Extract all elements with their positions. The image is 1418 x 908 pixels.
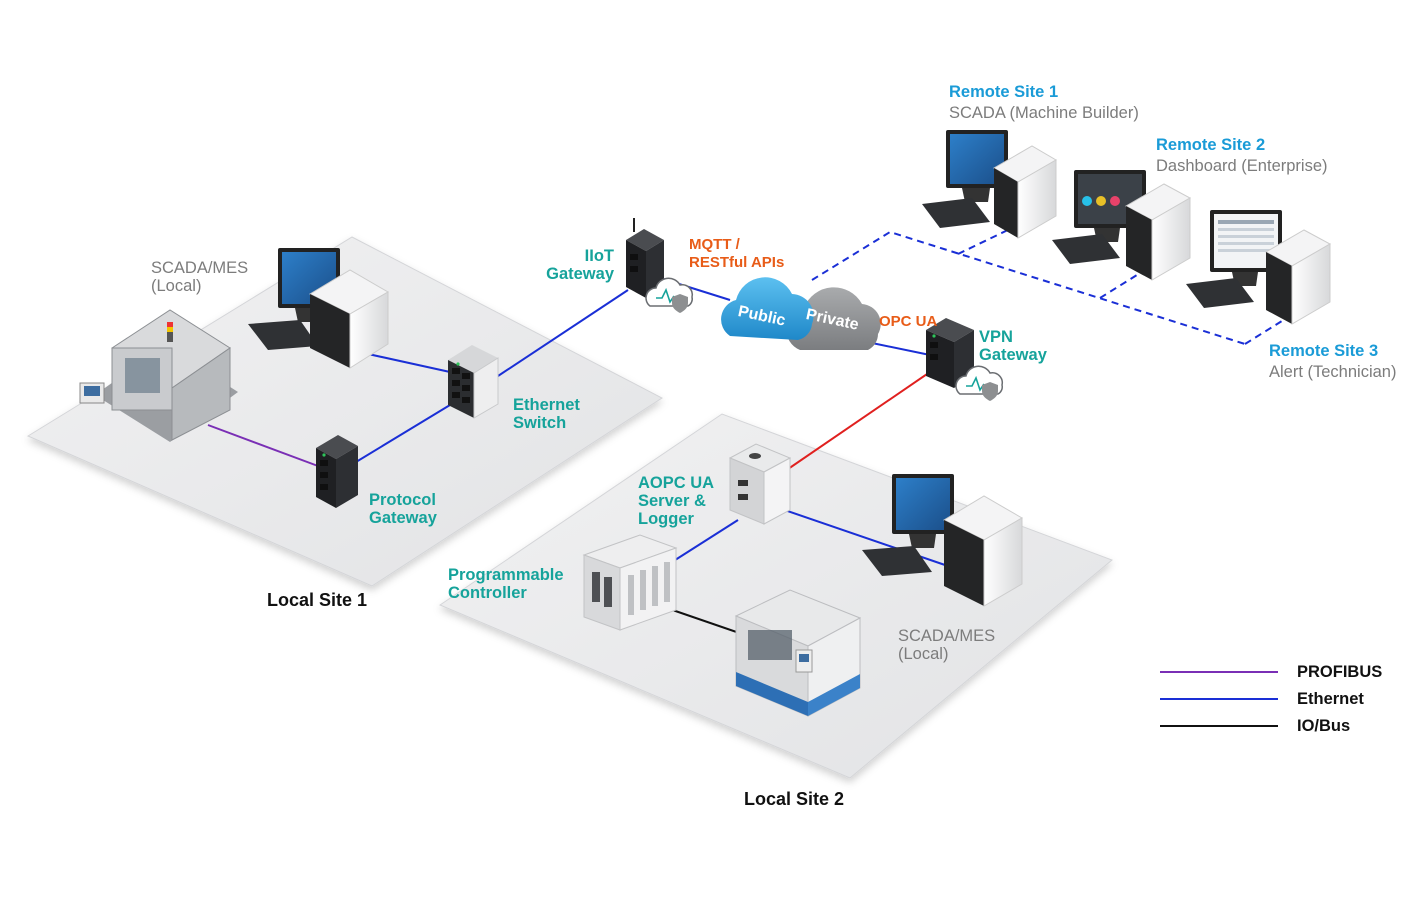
vpn-gateway-line2: Gateway	[979, 346, 1047, 364]
site1-scada-line1: SCADA/MES	[151, 259, 249, 277]
site2-scada-line1: SCADA/MES	[898, 627, 996, 645]
programmable-controller-line1: Programmable	[448, 566, 564, 584]
aopc-ua-label: AOPC UA Server & Logger	[638, 474, 714, 528]
remote-site-3-subtitle: Alert (Technician)	[1269, 363, 1397, 381]
remote-site-2-subtitle: Dashboard (Enterprise)	[1156, 157, 1328, 175]
programmable-controller-icon	[582, 534, 678, 631]
remote-site-1-label: Remote Site 1 SCADA (Machine Builder)	[949, 83, 1139, 122]
remote-site-2-label: Remote Site 2 Dashboard (Enterprise)	[1156, 136, 1328, 175]
legend-label-profibus: PROFIBUS	[1297, 663, 1383, 681]
remote-site-1-subtitle: SCADA (Machine Builder)	[949, 104, 1139, 122]
programmable-controller-label: Programmable Controller	[448, 566, 564, 602]
remote1-dashed-drop	[957, 227, 1013, 255]
mqtt-protocol-label: MQTT / RESTful APIs	[689, 236, 784, 272]
protocol-gateway-icon	[316, 435, 358, 508]
scada-computer-site2-icon	[862, 474, 1023, 607]
mqtt-protocol-line2: RESTful APIs	[689, 254, 785, 271]
remote-vpn-dashed-link	[811, 230, 1246, 345]
local-site-2-title: Local Site 2	[744, 789, 845, 809]
ethernet-link-aopc-controller	[671, 519, 739, 563]
mqtt-protocol-line1: MQTT /	[689, 236, 740, 253]
private-cloud-icon	[786, 287, 881, 350]
site1-scada-line2: (Local)	[151, 277, 202, 295]
milling-machine-icon	[79, 309, 238, 442]
legend-label-ethernet: Ethernet	[1297, 690, 1364, 708]
legend-label-io-bus: IO/Bus	[1297, 717, 1351, 735]
remote2-dashed-drop	[1099, 269, 1146, 299]
local-site-1-title: Local Site 1	[267, 590, 368, 610]
ethernet-switch-line2: Switch	[513, 414, 567, 432]
iiot-gateway-line1: IIoT	[584, 247, 614, 265]
secure-cloud-badge-iiot-icon	[645, 277, 694, 313]
ethernet-switch-icon	[448, 345, 499, 419]
protocol-gateway-label: Protocol Gateway	[369, 491, 437, 527]
remote-site-2-computer-icon	[1052, 170, 1192, 281]
protocol-gateway-line2: Gateway	[369, 509, 437, 527]
iiot-gateway-line2: Gateway	[546, 265, 614, 283]
protocol-gateway-line1: Protocol	[369, 491, 436, 509]
ethernet-link-cloud-vpn	[871, 342, 931, 356]
local-site-1-platform	[26, 236, 663, 587]
ethernet-switch-line1: Ethernet	[513, 396, 580, 414]
legend	[1160, 671, 1278, 727]
aopc-ua-line2: Server &	[638, 492, 706, 510]
aopc-ua-server-icon	[728, 443, 792, 525]
site2-scada-label: SCADA/MES (Local)	[898, 627, 995, 663]
iiot-gateway-label: IIoT Gateway	[540, 247, 614, 283]
remote-site-3-computer-icon	[1186, 210, 1332, 325]
remote3-dashed-drop	[1244, 315, 1291, 345]
site1-scada-label: SCADA/MES (Local)	[151, 259, 248, 295]
remote-site-3-title: Remote Site 3	[1269, 342, 1379, 360]
programmable-controller-line2: Controller	[448, 584, 527, 602]
scada-computer-site1-icon	[248, 248, 389, 369]
secure-cloud-badge-vpn-icon	[955, 365, 1004, 401]
ethernet-switch-label: Ethernet Switch	[513, 396, 580, 432]
ethernet-link-switch-iiot	[494, 289, 629, 379]
remote-site-1-title: Remote Site 1	[949, 83, 1059, 101]
remote-site-1-computer-icon	[922, 130, 1057, 239]
site2-scada-line2: (Local)	[898, 645, 949, 663]
profibus-link	[207, 424, 319, 467]
public-cloud-icon	[721, 277, 814, 340]
remote-site-2-title: Remote Site 2	[1156, 136, 1266, 154]
aopc-ua-line1: AOPC UA	[638, 474, 715, 492]
vpn-link-aopc	[771, 371, 931, 481]
vpn-gateway-label: VPN Gateway	[979, 328, 1047, 364]
cnc-lathe-icon	[734, 589, 862, 717]
vpn-gateway-line1: VPN	[979, 328, 1013, 346]
remote-site-3-label: Remote Site 3 Alert (Technician)	[1269, 342, 1396, 381]
opc-ua-protocol-label: OPC UA	[879, 313, 938, 330]
aopc-ua-line3: Logger	[638, 510, 694, 528]
ethernet-link-protocol-switch	[355, 404, 451, 463]
